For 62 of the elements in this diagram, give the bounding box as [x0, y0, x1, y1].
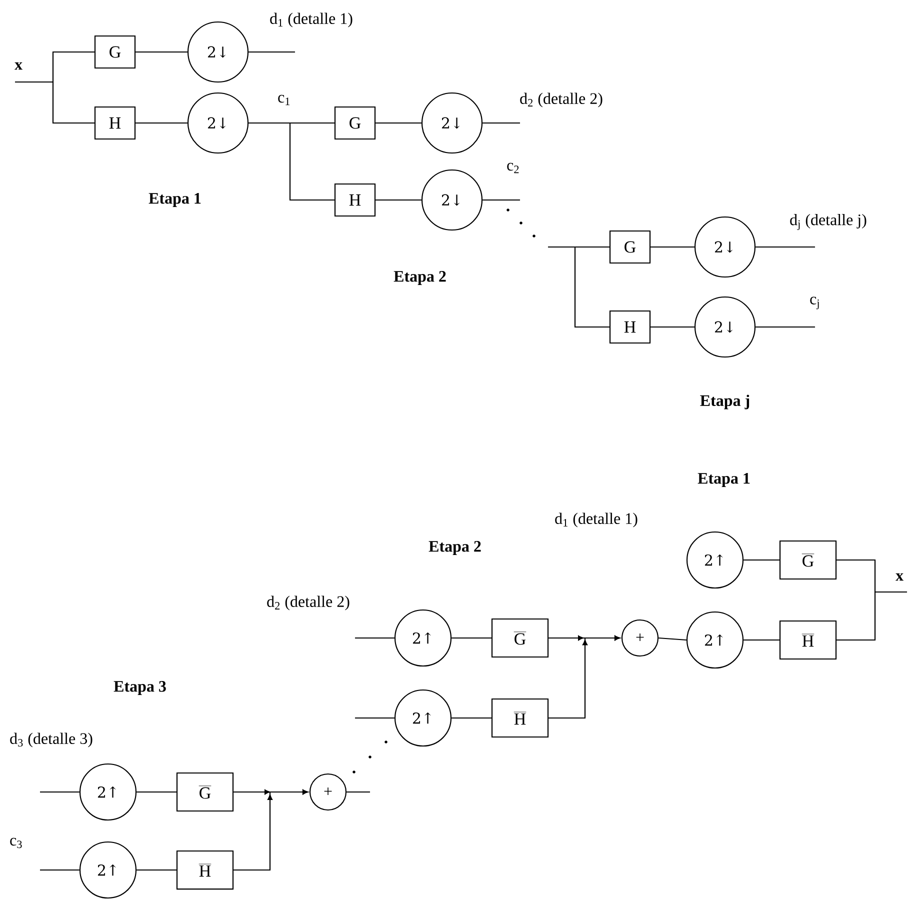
filter-box: H	[609, 310, 651, 344]
filter-box: G	[334, 106, 376, 140]
filter-box: $\overline{\mathrm{G}}$	[176, 772, 234, 812]
signal-line	[355, 637, 394, 639]
signal-line	[15, 51, 94, 83]
signal-label: x	[896, 573, 904, 581]
stage-label: Etapa 1	[698, 473, 750, 487]
signal-line	[650, 246, 694, 248]
filter-box: G	[94, 35, 136, 69]
signal-line	[248, 122, 334, 201]
signal-line	[376, 122, 422, 124]
filter-box: H	[334, 183, 376, 217]
signal-label: c$_{2}$	[507, 162, 519, 174]
signal-label: d$_{2}$ (detalle 2)	[267, 596, 350, 610]
signal-label: d$_{2}$ (detalle 2)	[520, 92, 602, 108]
signal-label: x	[14, 62, 22, 70]
signal-line	[40, 869, 80, 871]
signal-label: c$_{j}$	[810, 296, 819, 310]
signal-line	[548, 246, 610, 248]
signal-line	[452, 637, 492, 639]
signal-line	[482, 199, 520, 201]
signal-line	[482, 122, 520, 124]
signal-label: d$_{1}$ (detalle 1)	[555, 512, 638, 528]
signal-label: d$_{j}$ (detalle j)	[790, 214, 866, 230]
signal-label: d$_{1}$ (detalle 1)	[270, 12, 352, 28]
signal-line	[376, 199, 422, 201]
signal-line	[234, 790, 308, 871]
signal-line	[836, 592, 876, 641]
filter-box: G	[609, 230, 651, 264]
signal-line	[574, 247, 610, 328]
signal-line	[136, 122, 188, 124]
signal-line	[248, 51, 295, 53]
signal-line	[452, 717, 492, 719]
signal-label: c$_{1}$	[278, 94, 290, 106]
signal-label: c$_{3}$	[10, 838, 22, 848]
signal-line	[650, 326, 694, 328]
signal-line	[40, 791, 80, 793]
stage-label: Etapa 3	[114, 681, 166, 695]
stage-label: Etapa 2	[428, 541, 481, 555]
stage-label: Etapa 1	[148, 193, 201, 207]
filter-box: $\overline{\mathrm{H}}$	[779, 620, 837, 660]
signal-line	[136, 791, 176, 793]
signal-line	[658, 637, 686, 641]
filter-box: $\overline{\mathrm{G}}$	[491, 618, 549, 658]
filter-box: $\overline{\mathrm{H}}$	[491, 698, 549, 738]
filter-box: H	[94, 106, 136, 140]
stage-label: Etapa 2	[394, 271, 446, 285]
signal-line	[52, 82, 94, 124]
signal-line	[548, 635, 620, 719]
signal-line	[136, 51, 188, 53]
filter-box: $\overline{\mathrm{G}}$	[779, 540, 837, 580]
filter-box: $\overline{\mathrm{H}}$	[176, 850, 234, 890]
signal-line	[355, 717, 394, 719]
signal-line	[756, 326, 815, 328]
signal-line	[744, 639, 780, 641]
signal-label: d$_{3}$ (detalle 3)	[10, 732, 92, 748]
signal-line	[136, 869, 176, 871]
stage-label: Etapa j	[700, 394, 750, 410]
signal-line	[346, 791, 370, 793]
signal-line	[744, 559, 780, 561]
signal-line	[756, 246, 815, 248]
signal-line	[836, 559, 908, 593]
